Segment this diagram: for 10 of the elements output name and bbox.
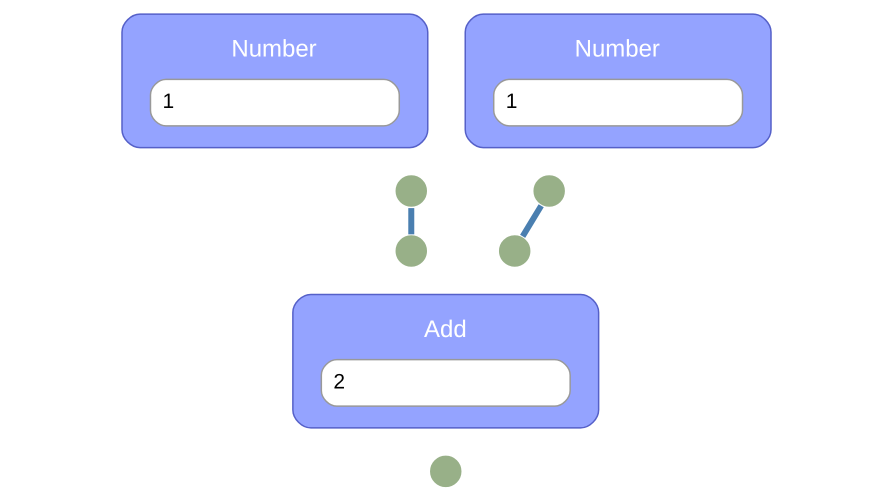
connector	[520, 204, 544, 238]
node-circle	[531, 174, 566, 208]
connector	[408, 208, 414, 234]
node-box: Number 1	[464, 13, 772, 148]
node-circle	[496, 234, 532, 268]
node-box: Add 2	[292, 294, 599, 429]
node-circle	[394, 174, 428, 208]
node-box: Number 1	[120, 13, 428, 148]
node-circle	[428, 454, 462, 489]
node-circle	[394, 234, 428, 268]
